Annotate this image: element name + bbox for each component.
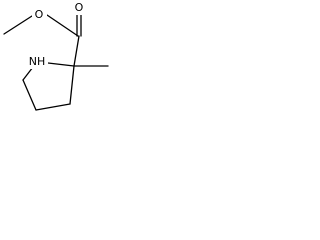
- bond-alkoxy-oxygen-to-carbonyl-carbon: [46, 14, 79, 37]
- atom-labels: O O NH: [26, 1, 87, 69]
- bond-c5-to-nitrogen: [22, 66, 34, 81]
- bond-c4-to-c5: [22, 79, 37, 111]
- bond-c2-to-nitrogen: [47, 62, 75, 67]
- alkoxy-oxygen-label: O: [35, 8, 44, 21]
- bond-carbonyl-to-c2: [73, 35, 80, 67]
- bond-c2-to-c3: [69, 65, 75, 105]
- bonds: [3, 13, 109, 111]
- bond-c3-to-c4: [35, 103, 71, 111]
- chemical-structure-diagram: O O NH: [3, 1, 109, 111]
- carbonyl-oxygen-label: O: [75, 1, 84, 14]
- nitrogen-label: NH: [29, 55, 46, 68]
- bond-methyl-to-alkoxy-oxygen: [3, 15, 33, 35]
